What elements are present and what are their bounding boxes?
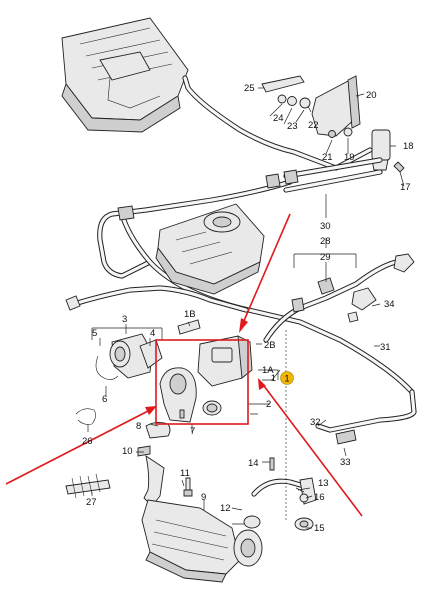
label-part-8: 8	[136, 421, 141, 432]
label-part-5: 5	[92, 328, 97, 339]
label-part-22: 22	[308, 120, 319, 131]
label-part-4: 4	[150, 328, 155, 339]
label-part-6: 6	[102, 394, 107, 405]
egr-valve-highlighted	[159, 335, 253, 423]
position-marker: 1	[280, 371, 294, 385]
marker-label: 1	[284, 374, 289, 385]
part-labels: 1 1A 1B 2 2B 3 4 5 6 7 8 9 10 11 12 13 1…	[82, 83, 414, 534]
air-filter-housing	[61, 17, 189, 133]
label-part-34: 34	[384, 299, 395, 310]
label-part-28: 28	[320, 236, 331, 247]
label-part-21: 21	[322, 152, 333, 163]
label-part-3: 3	[122, 314, 127, 325]
label-part-17: 17	[400, 182, 411, 193]
label-part-13: 13	[318, 478, 329, 489]
label-part-1: 1	[271, 373, 276, 384]
label-part-2b: 2B	[264, 340, 276, 351]
leader-lines	[87, 87, 405, 529]
label-part-7: 7	[190, 426, 195, 437]
label-part-27: 27	[86, 497, 97, 508]
red-arrow-right	[263, 385, 363, 517]
label-part-1b: 1B	[184, 309, 196, 320]
highlight-box	[155, 339, 249, 425]
label-part-20: 20	[366, 90, 377, 101]
vacuum-hoses	[65, 75, 417, 433]
label-part-9: 9	[201, 492, 206, 503]
small-parts-left	[65, 319, 201, 499]
egr-cooler	[141, 455, 263, 583]
label-part-23: 23	[287, 121, 298, 132]
label-part-25: 25	[244, 83, 255, 94]
label-part-33: 33	[340, 457, 351, 468]
engine-cover	[155, 203, 265, 295]
label-part-11: 11	[180, 468, 190, 479]
label-part-30: 30	[320, 221, 331, 232]
label-part-15: 15	[314, 523, 325, 534]
label-part-10: 10	[122, 446, 133, 457]
marker-circle	[280, 371, 294, 385]
label-part-29: 29	[320, 252, 331, 263]
label-part-1a: 1A	[262, 365, 274, 376]
egr-pipe-right	[251, 429, 357, 531]
label-part-32: 32	[310, 417, 321, 428]
label-part-2: 2	[266, 399, 271, 410]
label-part-14: 14	[248, 458, 259, 469]
red-arrow-top	[242, 213, 291, 324]
label-part-16: 16	[314, 492, 325, 503]
label-part-18: 18	[403, 141, 414, 152]
red-arrow-left	[5, 409, 151, 485]
label-part-19: 19	[344, 152, 355, 163]
red-highlight	[5, 213, 363, 517]
label-part-12: 12	[220, 503, 231, 514]
egr-valve-left	[95, 333, 163, 380]
label-part-24: 24	[273, 113, 284, 124]
label-part-31: 31	[380, 342, 391, 353]
label-part-26: 26	[82, 436, 93, 447]
vacuum-bracket-assembly	[261, 75, 405, 173]
